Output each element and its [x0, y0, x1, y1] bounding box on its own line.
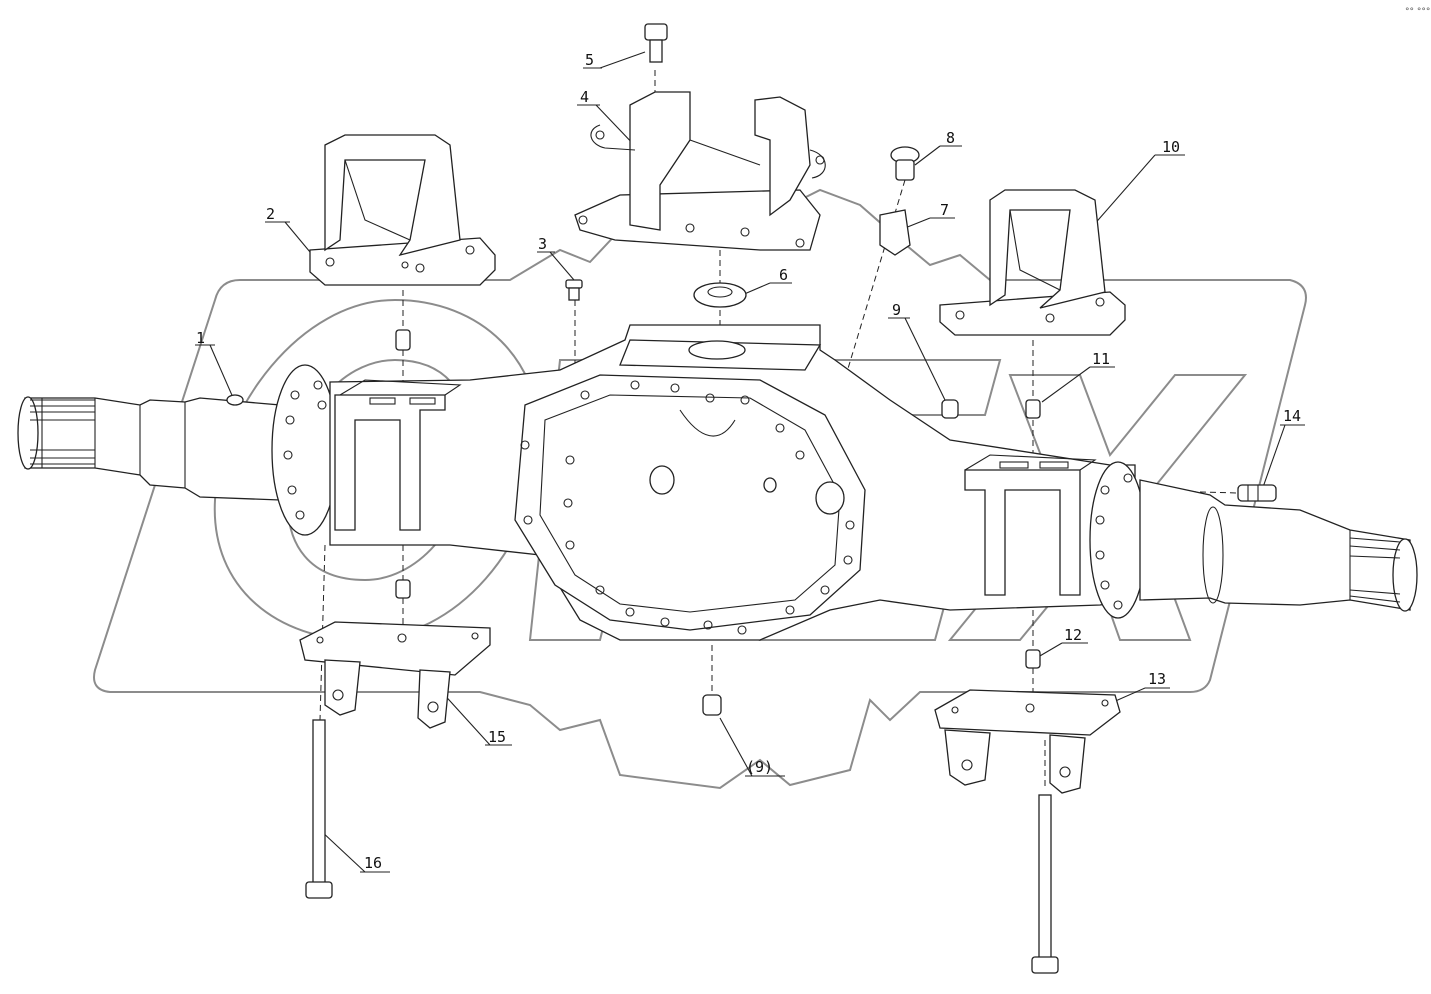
corner-mark: °° °°°	[1405, 7, 1430, 17]
callout-2: 2	[266, 205, 275, 223]
callout-9: 9	[892, 301, 901, 319]
bolt-3	[565, 279, 583, 301]
watermark-gear-outline	[93, 188, 1307, 790]
left-lower-plate	[299, 621, 491, 729]
bushing-9-lower	[702, 694, 722, 716]
axle-housing	[17, 324, 1418, 641]
right-spring-seat	[964, 469, 1081, 596]
center-upper-bracket	[574, 91, 826, 251]
callout-6: 6	[779, 266, 788, 284]
callout-5: 5	[585, 51, 594, 69]
callout-leaders	[195, 51, 1305, 873]
left-spring-seat	[334, 394, 446, 531]
callout-16: 16	[364, 854, 382, 872]
long-bolt-16	[305, 719, 333, 899]
right-flange	[1089, 461, 1147, 619]
plug-8	[890, 146, 920, 181]
watermark-letter-x	[947, 374, 1248, 641]
callout-8: 8	[946, 129, 955, 147]
left-axle-shaft	[24, 397, 281, 501]
callout-labels: 1 2 3 4 5 6 7 8 9 10 11 12 13 14 15 16 (…	[196, 7, 1430, 872]
callout-4: 4	[580, 88, 589, 106]
housing-cover-flange	[514, 374, 866, 631]
callout-1: 1	[196, 329, 205, 347]
right-lower-plate	[934, 689, 1121, 794]
callout-12: 12	[1064, 626, 1082, 644]
left-upper-bracket	[309, 134, 496, 286]
callout-15: 15	[488, 728, 506, 746]
bolt-5	[644, 23, 668, 63]
sleeve-11	[1025, 399, 1041, 419]
callout-11: 11	[1092, 350, 1110, 368]
left-flange	[271, 364, 339, 536]
breather-14	[1237, 484, 1277, 502]
long-bolt-right	[1031, 794, 1059, 974]
right-upper-bracket	[939, 189, 1126, 336]
right-spline-teeth	[1349, 537, 1401, 603]
callout-10: 10	[1162, 138, 1180, 156]
clip-7	[879, 209, 911, 256]
right-axle-shaft	[1139, 479, 1411, 611]
callout-3: 3	[538, 235, 547, 253]
bushing-9	[941, 399, 959, 419]
washer-6	[693, 282, 747, 308]
callout-13: 13	[1148, 670, 1166, 688]
callout-7: 7	[940, 201, 949, 219]
callout-9-ref: (9)	[746, 758, 773, 776]
small-parts	[305, 23, 1277, 974]
sleeve-12	[1025, 649, 1041, 669]
left-spline-teeth	[30, 399, 95, 465]
callout-14: 14	[1283, 407, 1301, 425]
